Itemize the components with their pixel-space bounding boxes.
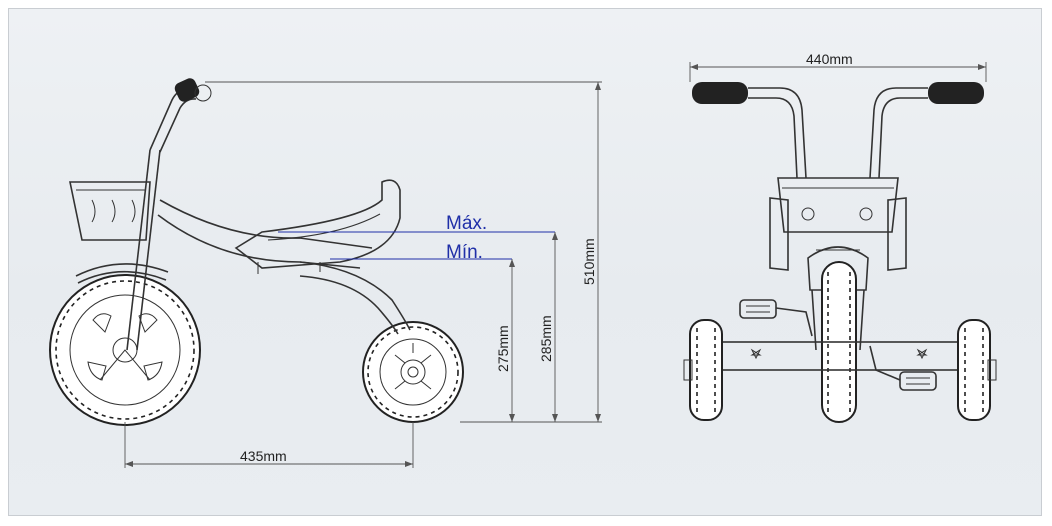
front-wheel [49, 274, 201, 426]
right-rear-tire [957, 319, 991, 421]
seat-max-label: Máx. [446, 213, 487, 234]
right-grip [928, 82, 984, 104]
seat-min-label: Mín. [446, 242, 483, 263]
total-height-label: 510mm [581, 238, 597, 285]
left-rear-tire [689, 319, 723, 421]
frame-body [69, 78, 411, 351]
seat-min-height-label: 275mm [495, 325, 511, 372]
handlebar-width-label: 440mm [806, 51, 853, 67]
seat-max-height-label: 285mm [538, 315, 554, 362]
wheelbase-label: 435mm [240, 448, 287, 464]
left-pedal [739, 299, 813, 337]
left-grip [692, 82, 748, 104]
front-view: 440mm [683, 51, 997, 423]
side-view: Máx. Mín. 510mm 285mm 275mm 435mm [49, 78, 602, 468]
right-pedal [869, 345, 937, 391]
rear-wheel [362, 321, 464, 423]
